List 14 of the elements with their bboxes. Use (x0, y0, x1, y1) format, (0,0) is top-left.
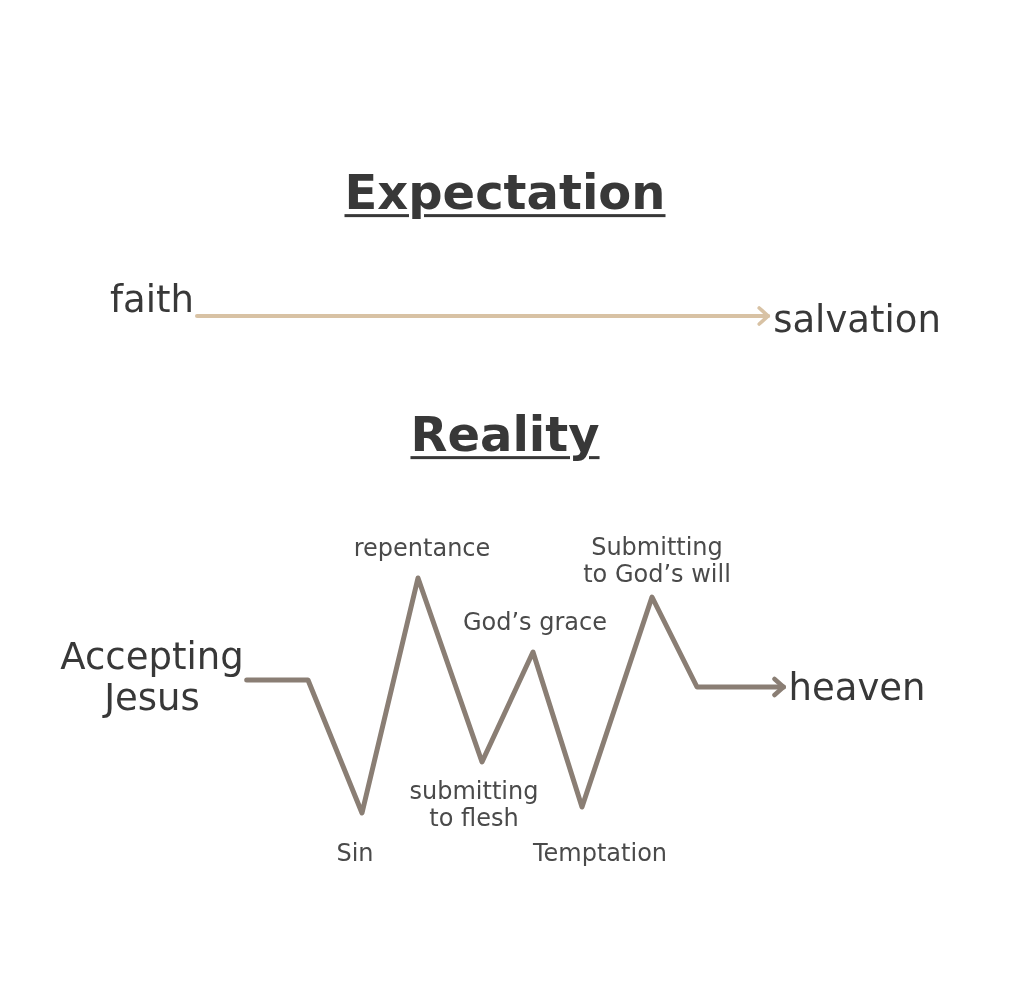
valley-label: Sin (336, 839, 374, 867)
valley-label: submitting to flesh (408, 778, 540, 832)
zigzag-arrow (244, 575, 786, 816)
peak-label: Submitting to God’s will (582, 534, 732, 588)
peak-label: repentance (353, 534, 491, 562)
end-label: salvation (773, 299, 941, 341)
valley-label: Temptation (532, 839, 668, 867)
start-label: Accepting Jesus (60, 635, 244, 719)
section-heading: Reality (410, 408, 600, 462)
end-label: heaven (788, 667, 926, 709)
section-heading: Expectation (344, 166, 666, 220)
arrow (195, 306, 771, 326)
start-label: faith (110, 279, 194, 321)
peak-label: God’s grace (463, 608, 607, 636)
